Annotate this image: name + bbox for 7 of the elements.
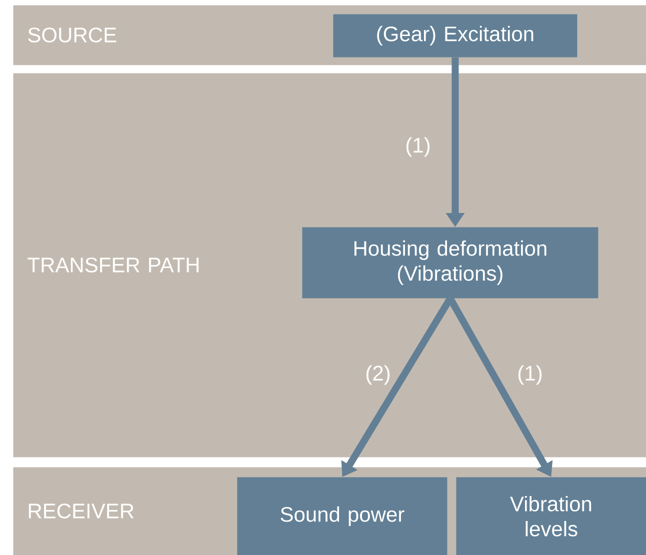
process-box: (Gear) Excitation — [333, 14, 578, 58]
process-box: Vibration levels — [456, 477, 646, 555]
edge-label: (1) — [516, 364, 544, 386]
process-box: Housing deformation (Vibrations) — [302, 227, 598, 298]
process-box: Sound power — [237, 477, 448, 555]
edge-label: (1) — [404, 136, 432, 158]
edge-label: (2) — [364, 364, 392, 386]
